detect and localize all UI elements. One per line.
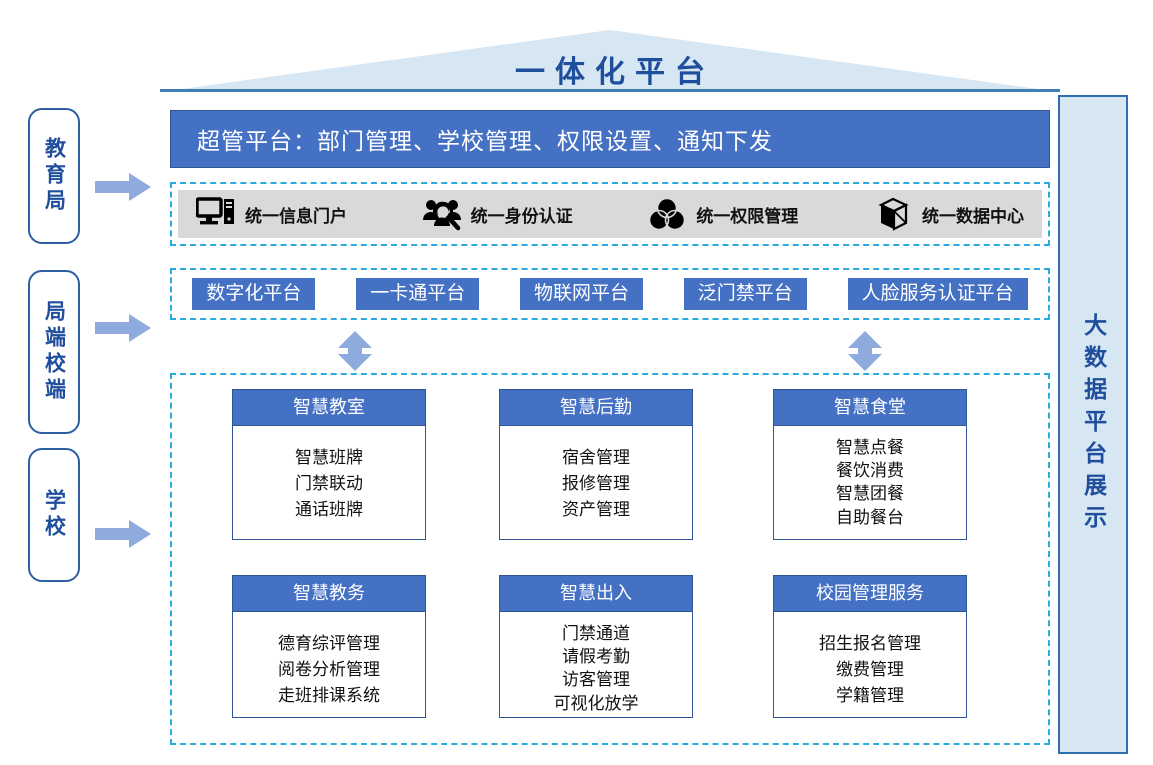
roof-banner: 一体化平台: [160, 30, 1060, 92]
card-item[interactable]: 通话班牌: [295, 500, 363, 520]
module-card-classroom[interactable]: 智慧教室 智慧班牌 门禁联动 通话班牌: [232, 389, 426, 540]
roof-baseline: [160, 89, 1060, 92]
card-item[interactable]: 可视化放学: [553, 693, 639, 713]
card-item[interactable]: 资产管理: [562, 500, 630, 520]
big-data-panel[interactable]: 大数据平台展示: [1058, 95, 1128, 754]
level-label: 局端校端: [42, 300, 66, 404]
service-item-identity[interactable]: 统一身份认证: [422, 196, 573, 232]
card-item[interactable]: 访客管理: [562, 670, 630, 690]
card-item[interactable]: 德育综评管理: [278, 633, 380, 653]
card-item[interactable]: 智慧班牌: [295, 447, 363, 467]
modules-grid: 智慧教室 智慧班牌 门禁联动 通话班牌 智慧后勤 宿舍管理 报修管理 资产管理 …: [172, 375, 1048, 743]
level-label: 教育局: [42, 137, 66, 215]
level-pill-school[interactable]: 学校: [28, 448, 80, 582]
module-card-academic[interactable]: 智慧教务 德育综评管理 阅卷分析管理 走班排课系统: [232, 575, 426, 718]
level-pill-education-bureau[interactable]: 教育局: [28, 108, 80, 244]
card-item[interactable]: 智慧团餐: [836, 484, 904, 504]
arrow-bureau-school-side: [95, 313, 151, 343]
card-title: 智慧出入: [499, 575, 693, 612]
venn-circles-icon: [649, 197, 686, 231]
card-item[interactable]: 门禁联动: [295, 474, 363, 494]
big-data-panel-label: 大数据平台展示: [1080, 312, 1107, 537]
super-admin-bar[interactable]: 超管平台：部门管理、学校管理、权限设置、通知下发: [170, 110, 1050, 168]
card-item[interactable]: 请假考勤: [562, 647, 630, 667]
service-item-permission[interactable]: 统一权限管理: [647, 196, 798, 232]
card-item[interactable]: 阅卷分析管理: [278, 660, 380, 680]
card-item[interactable]: 门禁通道: [562, 623, 630, 643]
card-body: 智慧点餐 餐饮消费 智慧团餐 自助餐台: [773, 425, 967, 540]
platform-button-face[interactable]: 人脸服务认证平台: [847, 277, 1028, 311]
card-title: 智慧教务: [232, 575, 426, 612]
platform-button-card[interactable]: 一卡通平台: [356, 277, 480, 311]
card-item[interactable]: 学籍管理: [836, 686, 904, 706]
connector-arrow-right: [848, 331, 882, 371]
page-title: 一体化平台: [515, 56, 715, 89]
card-title: 校园管理服务: [773, 575, 967, 612]
module-card-access[interactable]: 智慧出入 门禁通道 请假考勤 访客管理 可视化放学: [499, 575, 693, 718]
service-item-portal[interactable]: 统一信息门户: [196, 196, 347, 232]
card-item[interactable]: 智慧点餐: [836, 437, 904, 457]
card-body: 智慧班牌 门禁联动 通话班牌: [232, 425, 426, 540]
super-admin-bar-label: 超管平台：部门管理、学校管理、权限设置、通知下发: [197, 128, 773, 154]
platform-button-digital[interactable]: 数字化平台: [192, 277, 316, 311]
platform-button-access[interactable]: 泛门禁平台: [683, 277, 807, 311]
platform-row: 数字化平台 一卡通平台 物联网平台 泛门禁平台 人脸服务认证平台: [170, 268, 1050, 320]
card-title: 智慧后勤: [499, 389, 693, 426]
level-label: 学校: [42, 489, 66, 541]
unified-services-container: 统一信息门户 统一身份认证: [170, 182, 1050, 246]
service-label: 统一信息门户: [245, 206, 347, 226]
connector-arrow-left: [338, 331, 372, 371]
card-body: 招生报名管理 缴费管理 学籍管理: [773, 611, 967, 718]
card-item[interactable]: 餐饮消费: [836, 461, 904, 481]
service-label: 统一权限管理: [696, 206, 799, 226]
service-label: 统一身份认证: [470, 206, 573, 226]
data-box-icon: [878, 197, 909, 231]
card-item[interactable]: 自助餐台: [836, 507, 904, 527]
card-item[interactable]: 宿舍管理: [562, 447, 630, 467]
module-card-campus-service[interactable]: 校园管理服务 招生报名管理 缴费管理 学籍管理: [773, 575, 967, 718]
arrow-school: [95, 519, 151, 549]
card-item[interactable]: 招生报名管理: [819, 633, 921, 653]
card-item[interactable]: 报修管理: [562, 474, 630, 494]
card-title: 智慧教室: [232, 389, 426, 426]
module-card-logistics[interactable]: 智慧后勤 宿舍管理 报修管理 资产管理: [499, 389, 693, 540]
unified-services-bar: 统一信息门户 统一身份认证: [178, 190, 1042, 238]
module-card-canteen[interactable]: 智慧食堂 智慧点餐 餐饮消费 智慧团餐 自助餐台: [773, 389, 967, 540]
card-title: 智慧食堂: [773, 389, 967, 426]
level-pill-bureau-school-side[interactable]: 局端校端: [28, 270, 80, 434]
service-label: 统一数据中心: [921, 206, 1024, 226]
card-body: 德育综评管理 阅卷分析管理 走班排课系统: [232, 611, 426, 718]
card-body: 宿舍管理 报修管理 资产管理: [499, 425, 693, 540]
user-search-icon: [422, 200, 461, 231]
service-item-datacenter[interactable]: 统一数据中心: [873, 196, 1024, 232]
monitor-icon: [196, 197, 234, 225]
platform-button-iot[interactable]: 物联网平台: [519, 277, 643, 311]
card-item[interactable]: 缴费管理: [836, 660, 904, 680]
card-item[interactable]: 走班排课系统: [278, 686, 380, 706]
arrow-education-bureau: [95, 172, 151, 202]
card-body: 门禁通道 请假考勤 访客管理 可视化放学: [499, 611, 693, 718]
modules-container: 智慧教室 智慧班牌 门禁联动 通话班牌 智慧后勤 宿舍管理 报修管理 资产管理 …: [170, 373, 1050, 745]
